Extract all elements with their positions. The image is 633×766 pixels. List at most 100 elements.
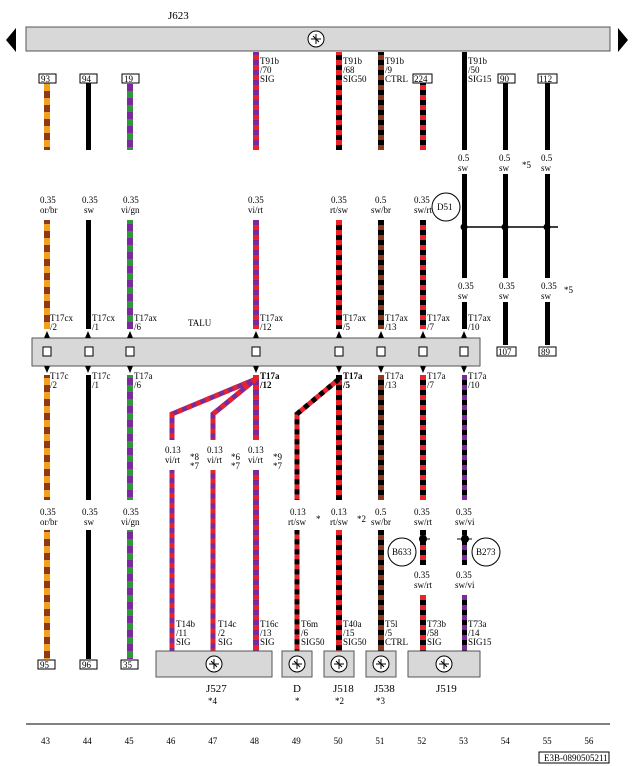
component-j527: J527 *4 bbox=[155, 650, 273, 706]
column-label: 52 bbox=[417, 736, 426, 746]
wire-54 bbox=[503, 83, 508, 345]
svg-text:T17ax/12: T17ax/12 bbox=[260, 313, 283, 332]
svg-text:*5: *5 bbox=[564, 285, 574, 295]
svg-text:T17c/2: T17c/2 bbox=[50, 371, 69, 390]
svg-text:D51: D51 bbox=[437, 202, 453, 212]
column-label: 43 bbox=[41, 736, 51, 746]
svg-text:89: 89 bbox=[541, 347, 551, 357]
wire-48-lower bbox=[253, 375, 259, 651]
svg-text:T17c/1: T17c/1 bbox=[92, 371, 111, 390]
svg-text:19: 19 bbox=[124, 74, 134, 84]
svg-text:*6*7: *6*7 bbox=[231, 452, 241, 471]
svg-text:J518: J518 bbox=[333, 683, 354, 695]
component-j519: J519 bbox=[407, 650, 481, 695]
svg-text:B273: B273 bbox=[476, 547, 496, 557]
svg-text:J527: J527 bbox=[206, 683, 227, 695]
svg-text:*9*7: *9*7 bbox=[273, 452, 283, 471]
component-j538: J538 *3 bbox=[365, 650, 397, 706]
svg-text:B633: B633 bbox=[392, 547, 412, 557]
svg-text:T17ax/10: T17ax/10 bbox=[468, 313, 491, 332]
svg-text:T17ax/13: T17ax/13 bbox=[385, 313, 408, 332]
svg-text:90: 90 bbox=[500, 74, 510, 84]
svg-text:D: D bbox=[293, 683, 301, 695]
component-j518: J518 *2 bbox=[323, 650, 355, 706]
svg-text:T17ax/6: T17ax/6 bbox=[134, 313, 157, 332]
splice-b633: B633 bbox=[387, 537, 417, 567]
column-label: 44 bbox=[83, 736, 93, 746]
column-label: 49 bbox=[292, 736, 302, 746]
column-label: 51 bbox=[375, 736, 384, 746]
top-box-224: 224 bbox=[412, 73, 433, 84]
svg-text:0.5sw/br: 0.5sw/br bbox=[371, 507, 391, 527]
box-107: 107 bbox=[496, 346, 517, 357]
right-arrow-icon[interactable] bbox=[618, 28, 628, 52]
top-box-90: 90 bbox=[497, 73, 516, 84]
svg-text:T17a/7: T17a/7 bbox=[427, 371, 446, 390]
svg-text:T17a/6: T17a/6 bbox=[134, 371, 153, 390]
svg-text:*2: *2 bbox=[335, 696, 344, 706]
svg-text:0.5sw: 0.5sw bbox=[541, 153, 553, 173]
splice-b273: B273 bbox=[471, 537, 501, 567]
svg-text:95: 95 bbox=[40, 660, 50, 670]
svg-text:*4: *4 bbox=[208, 696, 218, 706]
svg-text:T17ax/7: T17ax/7 bbox=[427, 313, 450, 332]
svg-text:0.5sw: 0.5sw bbox=[499, 153, 511, 173]
footer-code: E3B-0890505211 bbox=[544, 753, 608, 763]
column-label: 46 bbox=[166, 736, 176, 746]
box-96: 96 bbox=[79, 659, 98, 670]
column-label: 45 bbox=[125, 736, 135, 746]
component-d: D * bbox=[281, 650, 313, 706]
top-box-93: 93 bbox=[38, 73, 57, 84]
svg-text:J519: J519 bbox=[436, 683, 457, 695]
svg-text:96: 96 bbox=[82, 660, 92, 670]
svg-text:*: * bbox=[316, 514, 321, 524]
top-component-label: J623 bbox=[168, 10, 189, 22]
svg-text:T17a/13: T17a/13 bbox=[385, 371, 404, 390]
box-89: 89 bbox=[538, 346, 557, 357]
svg-text:*5: *5 bbox=[522, 160, 532, 170]
svg-text:*8*7: *8*7 bbox=[190, 452, 200, 471]
wire-53-upper bbox=[462, 52, 467, 329]
svg-text:35: 35 bbox=[123, 660, 133, 670]
left-arrow-icon[interactable] bbox=[6, 28, 16, 52]
box-95: 95 bbox=[37, 659, 56, 670]
svg-text:T17cx/1: T17cx/1 bbox=[92, 313, 115, 332]
svg-text:T17a/12: T17a/12 bbox=[259, 371, 280, 390]
wire-55 bbox=[545, 83, 550, 345]
talu-label: TALU bbox=[188, 318, 212, 328]
column-label: 54 bbox=[501, 736, 511, 746]
column-label: 50 bbox=[334, 736, 344, 746]
svg-text:*3: *3 bbox=[376, 696, 386, 706]
top-box-94: 94 bbox=[79, 73, 98, 84]
top-box-112: 112 bbox=[537, 73, 558, 84]
svg-text:0.5sw/br: 0.5sw/br bbox=[371, 195, 391, 215]
svg-text:*2: *2 bbox=[357, 514, 366, 524]
